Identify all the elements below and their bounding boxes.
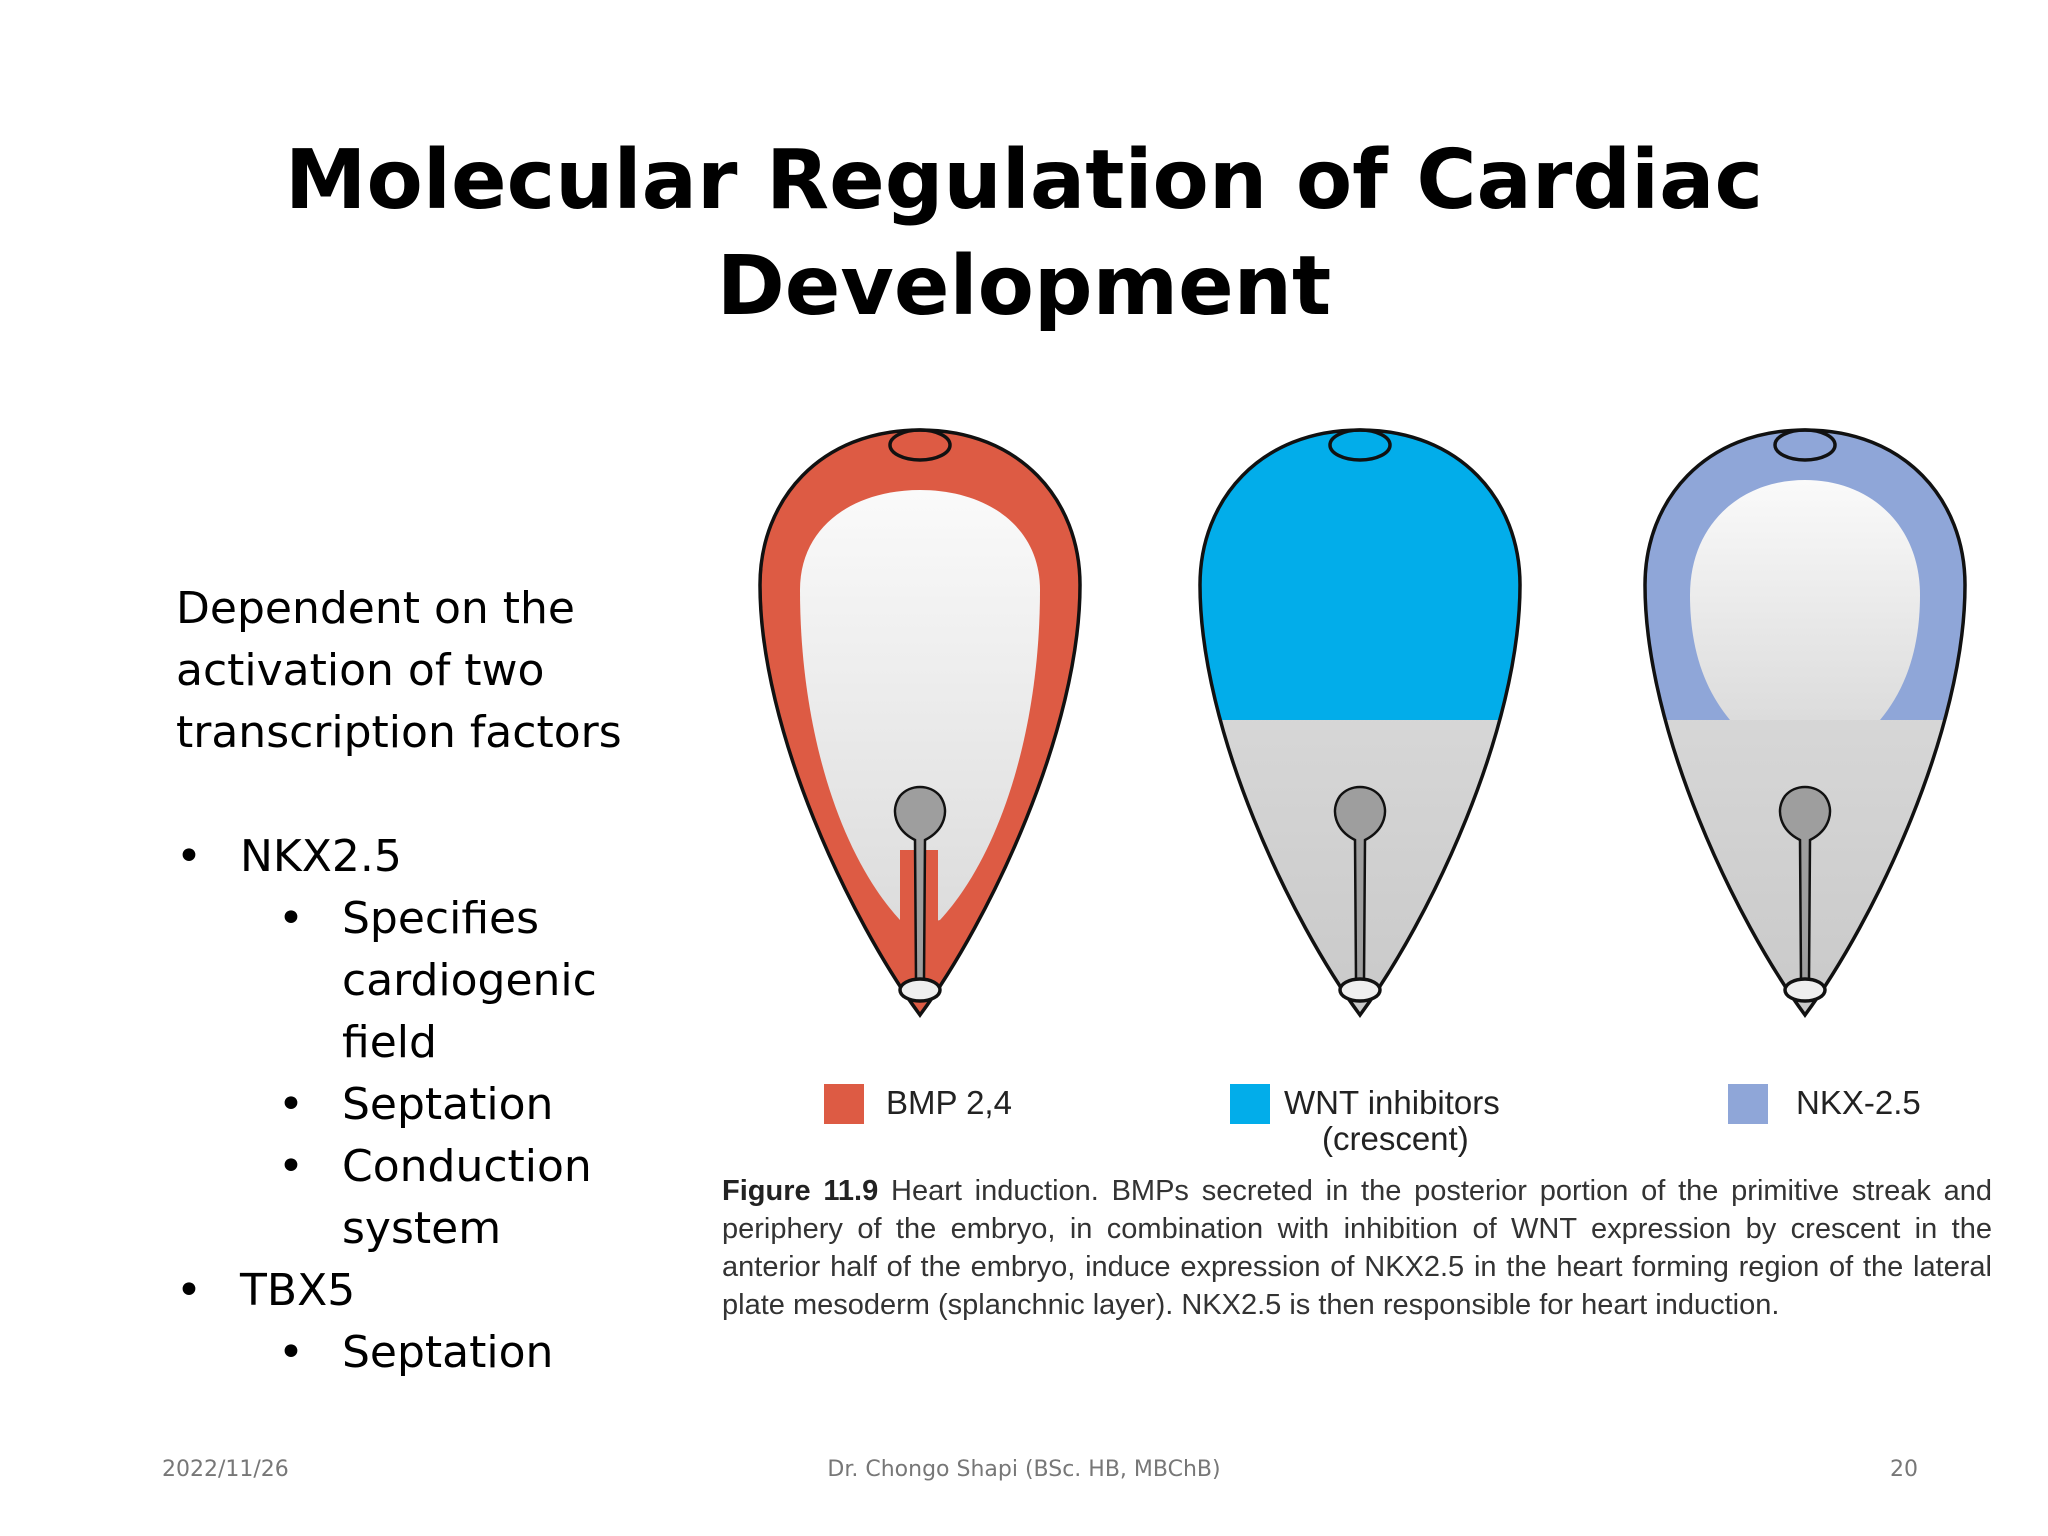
factor-item-tbx5: TBX5 <box>176 1260 642 1322</box>
footer-author: Dr. Chongo Shapi (BSc. HB, MBChB) <box>827 1457 1221 1482</box>
figure-caption: Figure 11.9 Heart induction. BMPs secret… <box>722 1172 1992 1324</box>
legend-swatch-bmp <box>824 1084 864 1124</box>
role-item: Conduction system <box>176 1136 642 1260</box>
role-item: Septation <box>176 1074 642 1136</box>
embryo-nkx <box>1643 428 1967 1018</box>
heart-induction-figure <box>758 428 1967 1018</box>
legend-label-wnt: WNT inhibitors <box>1284 1084 1500 1121</box>
legend-sublabel-wnt: (crescent) <box>1322 1120 1469 1157</box>
embryo-bmp <box>758 428 1082 1018</box>
factor-item-nkx25: NKX2.5 <box>176 826 642 888</box>
role-item: Specifies cardiogenic field <box>176 888 642 1074</box>
legend-label-bmp: BMP 2,4 <box>886 1084 1012 1121</box>
embryo-wnt <box>1198 428 1522 1018</box>
legend-swatch-nkx <box>1728 1084 1768 1124</box>
slide-title: Molecular Regulation of Cardiac Developm… <box>284 133 1764 334</box>
intro-text: Dependent on the activation of two trans… <box>176 583 622 758</box>
caption-text: Heart induction. BMPs secreted in the po… <box>722 1175 1993 1321</box>
footer-page-number: 20 <box>1890 1457 1918 1482</box>
legend-swatch-wnt <box>1230 1084 1270 1124</box>
figure-label: Figure 11.9 <box>722 1175 879 1207</box>
role-item: Septation <box>176 1322 642 1384</box>
footer-date: 2022/11/26 <box>162 1457 289 1482</box>
legend-label-nkx: NKX-2.5 <box>1796 1084 1921 1121</box>
factor-list: NKX2.5 Specifies cardiogenic field Septa… <box>176 826 642 1384</box>
